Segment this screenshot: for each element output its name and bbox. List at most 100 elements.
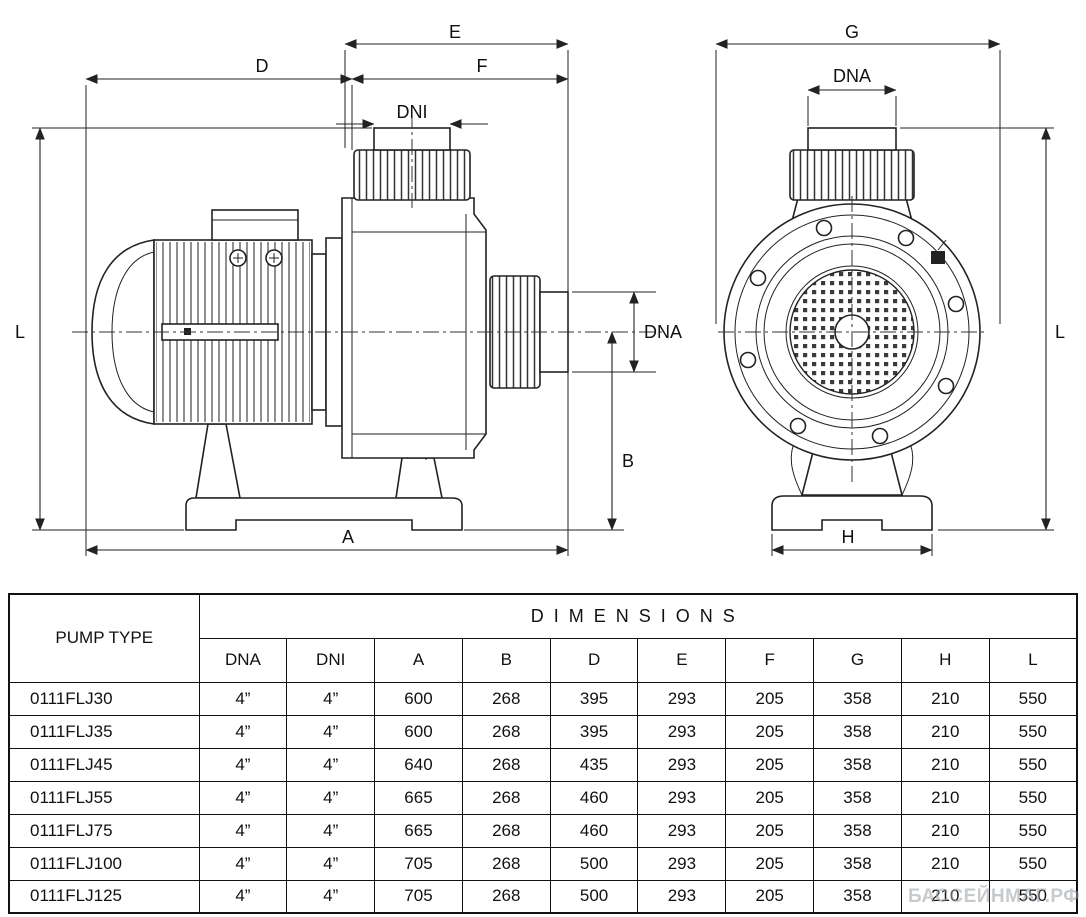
- column-header: B: [461, 637, 551, 683]
- terminal-box: [211, 209, 299, 241]
- dimension-value-cell: 550: [988, 681, 1078, 716]
- dimension-value-cell: 268: [461, 681, 551, 716]
- dim-label-e: E: [449, 22, 461, 42]
- column-header: L: [988, 637, 1078, 683]
- dimension-A: A: [85, 527, 569, 555]
- pump-type-header: PUMP TYPE: [8, 593, 200, 683]
- dimension-E: E: [344, 22, 569, 556]
- dimension-value-cell: 205: [725, 747, 815, 782]
- dimension-value-cell: 210: [900, 846, 990, 881]
- dimension-value-cell: 4”: [286, 747, 376, 782]
- pump-type-cell: 0111FLJ45: [8, 747, 200, 782]
- dimension-value-cell: 205: [725, 879, 815, 914]
- dimension-value-cell: 705: [374, 879, 463, 914]
- column-header: F: [725, 637, 815, 683]
- column-header: DNI: [286, 637, 376, 683]
- dimension-value-cell: 358: [813, 846, 902, 881]
- pump-type-cell: 0111FLJ100: [8, 846, 200, 881]
- dim-label-l-front: L: [1055, 322, 1065, 342]
- dimension-value-cell: 4”: [198, 780, 288, 815]
- dimension-L-front: L: [900, 127, 1065, 531]
- dim-label-dni: DNI: [397, 102, 428, 122]
- discharge-port: [489, 275, 569, 389]
- column-header: H: [900, 637, 990, 683]
- dimension-value-cell: 268: [461, 846, 551, 881]
- dimension-value-cell: 550: [988, 747, 1078, 782]
- table-header-row-top: PUMP TYPE DIMENSIONS: [8, 593, 1078, 683]
- dimension-DNA-front: DNA: [807, 66, 897, 126]
- dimension-value-cell: 210: [900, 780, 990, 815]
- dimension-D-F: D F: [85, 56, 569, 556]
- dimension-value-cell: 205: [725, 813, 815, 848]
- volute-casing: [311, 197, 487, 459]
- dimension-value-cell: 460: [549, 780, 639, 815]
- dimension-value-cell: 4”: [286, 714, 376, 749]
- dimension-value-cell: 4”: [198, 879, 288, 914]
- pump-type-cell: 0111FLJ35: [8, 714, 200, 749]
- pump-type-cell: 0111FLJ125: [8, 879, 200, 914]
- lid-clamp: [931, 251, 945, 264]
- dim-label-l-side: L: [15, 322, 25, 342]
- dimension-value-cell: 358: [813, 879, 902, 914]
- dimension-value-cell: 268: [461, 879, 551, 914]
- dimension-value-cell: 268: [461, 813, 551, 848]
- dimension-H: H: [771, 527, 933, 556]
- dimension-value-cell: 705: [374, 846, 463, 881]
- rim-bolts: [739, 219, 965, 445]
- dimension-value-cell: 460: [549, 813, 639, 848]
- column-header: D: [549, 637, 639, 683]
- dim-label-dna-front: DNA: [833, 66, 871, 86]
- suction-port: [353, 127, 471, 201]
- pump-type-cell: 0111FLJ55: [8, 780, 200, 815]
- dimension-value-cell: 4”: [198, 747, 288, 782]
- dimension-value-cell: 395: [549, 681, 639, 716]
- dimension-value-cell: 500: [549, 846, 639, 881]
- dimension-value-cell: 395: [549, 714, 639, 749]
- column-header: DNA: [198, 637, 288, 683]
- dimension-value-cell: 550: [988, 879, 1078, 914]
- dimension-G: G: [715, 22, 1001, 324]
- dimension-DNA-side: DNA: [572, 291, 682, 373]
- pump-type-cell: 0111FLJ30: [8, 681, 200, 716]
- dimension-value-cell: 268: [461, 714, 551, 749]
- pump-technical-drawing: E D F DNI L A B: [15, 22, 1065, 556]
- dimension-value-cell: 4”: [198, 846, 288, 881]
- side-view-drawing: E D F DNI L A B: [15, 22, 682, 556]
- dim-label-b: B: [622, 451, 634, 471]
- dimension-value-cell: 293: [637, 879, 727, 914]
- dimension-value-cell: 268: [461, 780, 551, 815]
- dim-label-g: G: [845, 22, 859, 42]
- dimension-value-cell: 4”: [286, 813, 376, 848]
- dimension-value-cell: 4”: [198, 681, 288, 716]
- dimension-value-cell: 358: [813, 813, 902, 848]
- dimension-value-cell: 4”: [286, 846, 376, 881]
- column-header: E: [637, 637, 727, 683]
- dimension-value-cell: 205: [725, 780, 815, 815]
- dimension-value-cell: 665: [374, 780, 463, 815]
- dimension-value-cell: 293: [637, 747, 727, 782]
- front-union-nut: [789, 149, 915, 201]
- dimension-L-side: L: [15, 127, 372, 531]
- dimension-value-cell: 550: [988, 714, 1078, 749]
- dimension-value-cell: 665: [374, 813, 463, 848]
- dimension-value-cell: 435: [549, 747, 639, 782]
- dimension-value-cell: 4”: [286, 780, 376, 815]
- dim-label-h: H: [842, 527, 855, 547]
- dimension-value-cell: 550: [988, 813, 1078, 848]
- dimension-value-cell: 293: [637, 813, 727, 848]
- dimension-value-cell: 500: [549, 879, 639, 914]
- motor: [91, 209, 313, 425]
- dimension-value-cell: 210: [900, 879, 990, 914]
- dimension-value-cell: 358: [813, 747, 902, 782]
- pump-type-cell: 0111FLJ75: [8, 813, 200, 848]
- front-suction-neck: [807, 127, 897, 151]
